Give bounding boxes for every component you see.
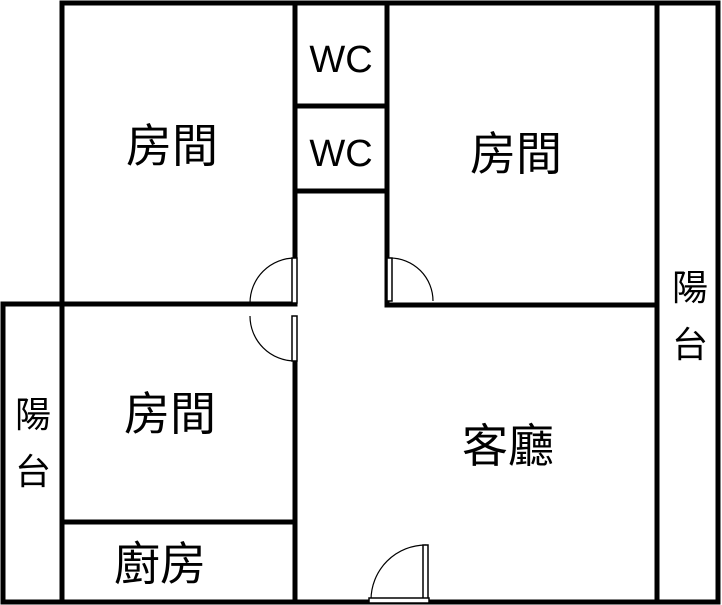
bedroom-top-left-label: 房間 — [126, 119, 218, 173]
wc-lower-label: WC — [309, 133, 372, 175]
living-room-label: 客廳 — [462, 419, 554, 473]
wc-upper-label: WC — [309, 39, 372, 81]
balcony-right-label-char-1: 陽 — [672, 268, 708, 309]
interior-walls — [59, 0, 660, 605]
bedroom-top-right-label: 房間 — [470, 127, 562, 181]
door-bedroom-top-right — [386, 257, 434, 302]
bedroom-bottom-left-label: 房間 — [124, 387, 216, 441]
balcony-right-label-char-2: 台 — [672, 325, 708, 366]
door-entrance — [368, 544, 430, 604]
door-bedroom-top-left — [249, 257, 298, 304]
balcony-left-label-char-2: 台 — [15, 452, 51, 493]
door-bedroom-bottom-left — [249, 315, 298, 362]
balcony-left-label-char-1: 陽 — [15, 395, 51, 436]
kitchen-label: 廚房 — [114, 537, 206, 591]
